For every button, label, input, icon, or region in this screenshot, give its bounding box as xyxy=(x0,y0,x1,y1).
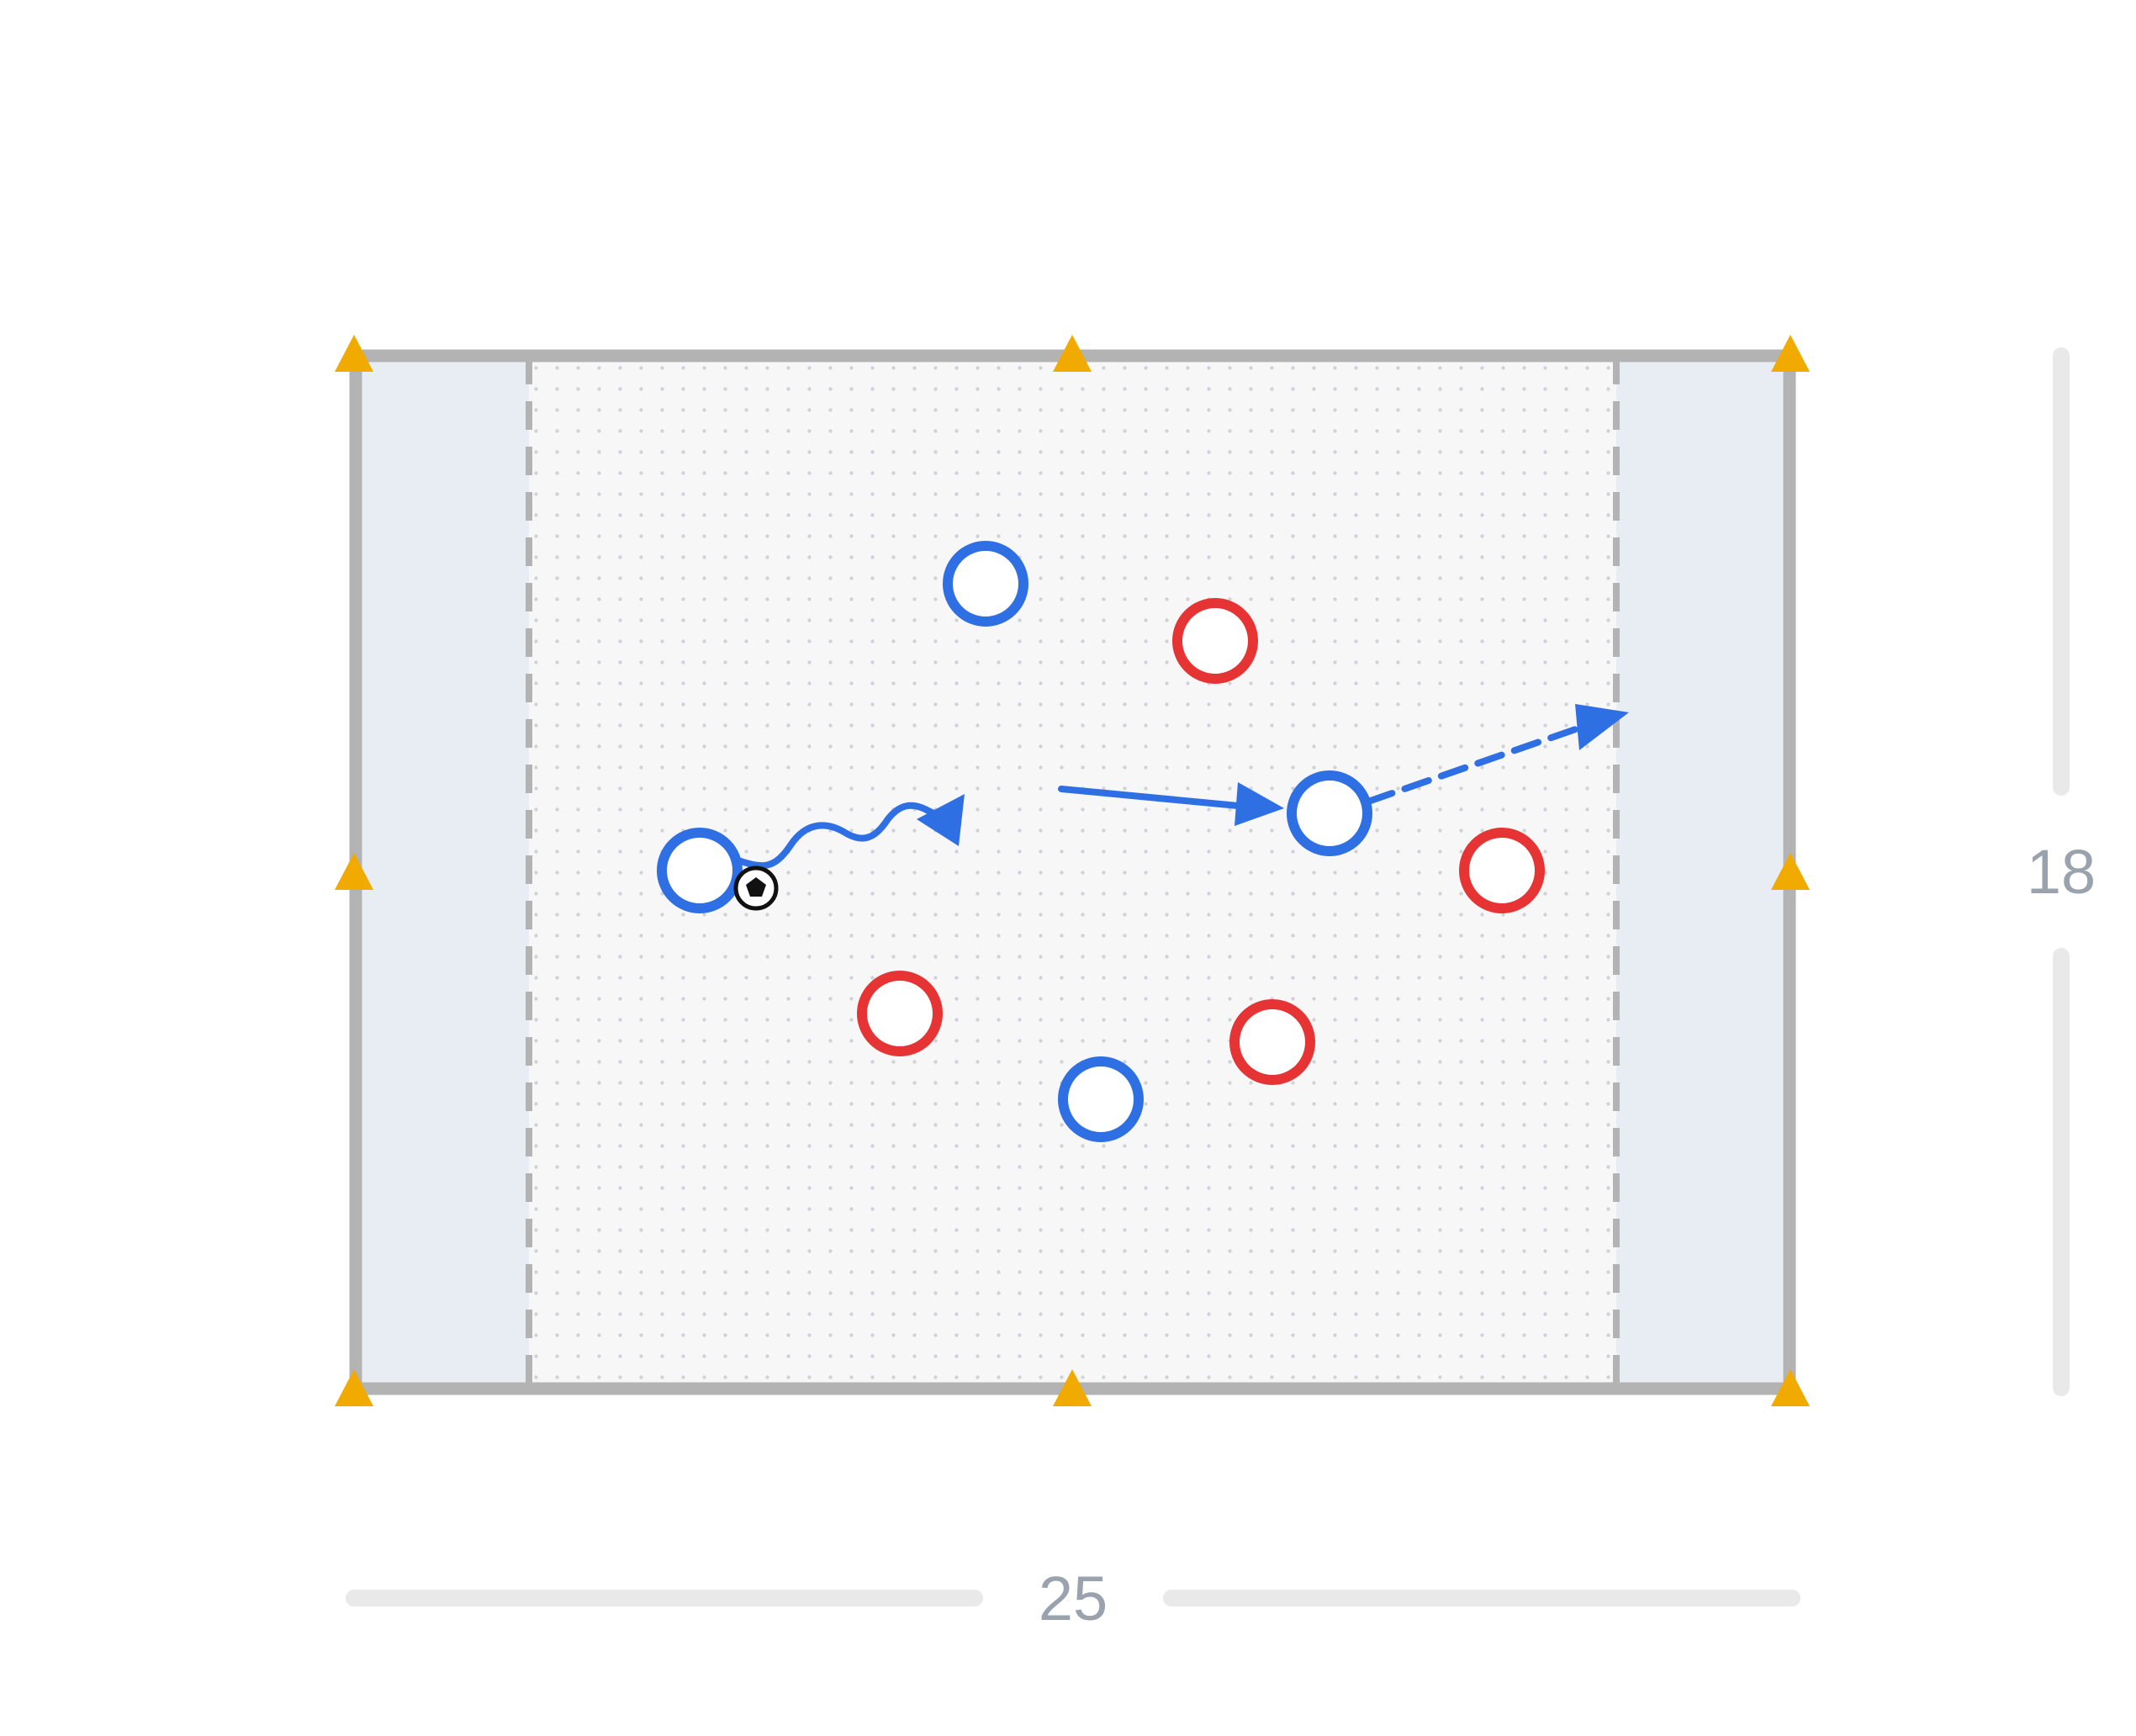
cone-icon xyxy=(1053,1369,1092,1406)
movements xyxy=(735,704,1629,870)
red-player xyxy=(1229,999,1315,1085)
blue-player-receiver xyxy=(1287,770,1372,856)
run-line xyxy=(1365,722,1589,805)
height-dimension-label: 18 xyxy=(2027,837,2096,907)
run-arrowhead-icon xyxy=(1575,704,1629,750)
blue-player-ball-carrier xyxy=(657,828,743,913)
cone-icon xyxy=(1771,1369,1810,1406)
red-player xyxy=(857,971,943,1056)
width-dimension-label: 25 xyxy=(1039,1564,1108,1633)
cones xyxy=(335,335,1810,1406)
left-end-zone xyxy=(356,356,529,1389)
cone-icon xyxy=(1771,853,1810,890)
players xyxy=(657,541,1545,1142)
height-dimension: 18 xyxy=(2027,347,2096,1396)
dribble-path xyxy=(735,802,938,870)
right-end-zone xyxy=(1616,356,1790,1389)
pass-arrowhead-icon xyxy=(1235,782,1284,826)
cone-icon xyxy=(335,853,373,890)
red-player xyxy=(1459,828,1545,913)
width-dimension: 25 xyxy=(346,1564,1800,1633)
pitch xyxy=(349,349,1796,1395)
pass-line xyxy=(1058,786,1241,809)
cone-icon xyxy=(1771,335,1810,372)
dribble-arrowhead-icon xyxy=(917,794,965,846)
blue-player xyxy=(1058,1056,1144,1142)
cone-icon xyxy=(335,335,373,372)
cone-icon xyxy=(335,1369,373,1406)
blue-player xyxy=(943,541,1028,627)
red-player xyxy=(1172,598,1258,684)
cone-icon xyxy=(1053,335,1092,372)
soccer-ball-icon xyxy=(733,865,779,911)
